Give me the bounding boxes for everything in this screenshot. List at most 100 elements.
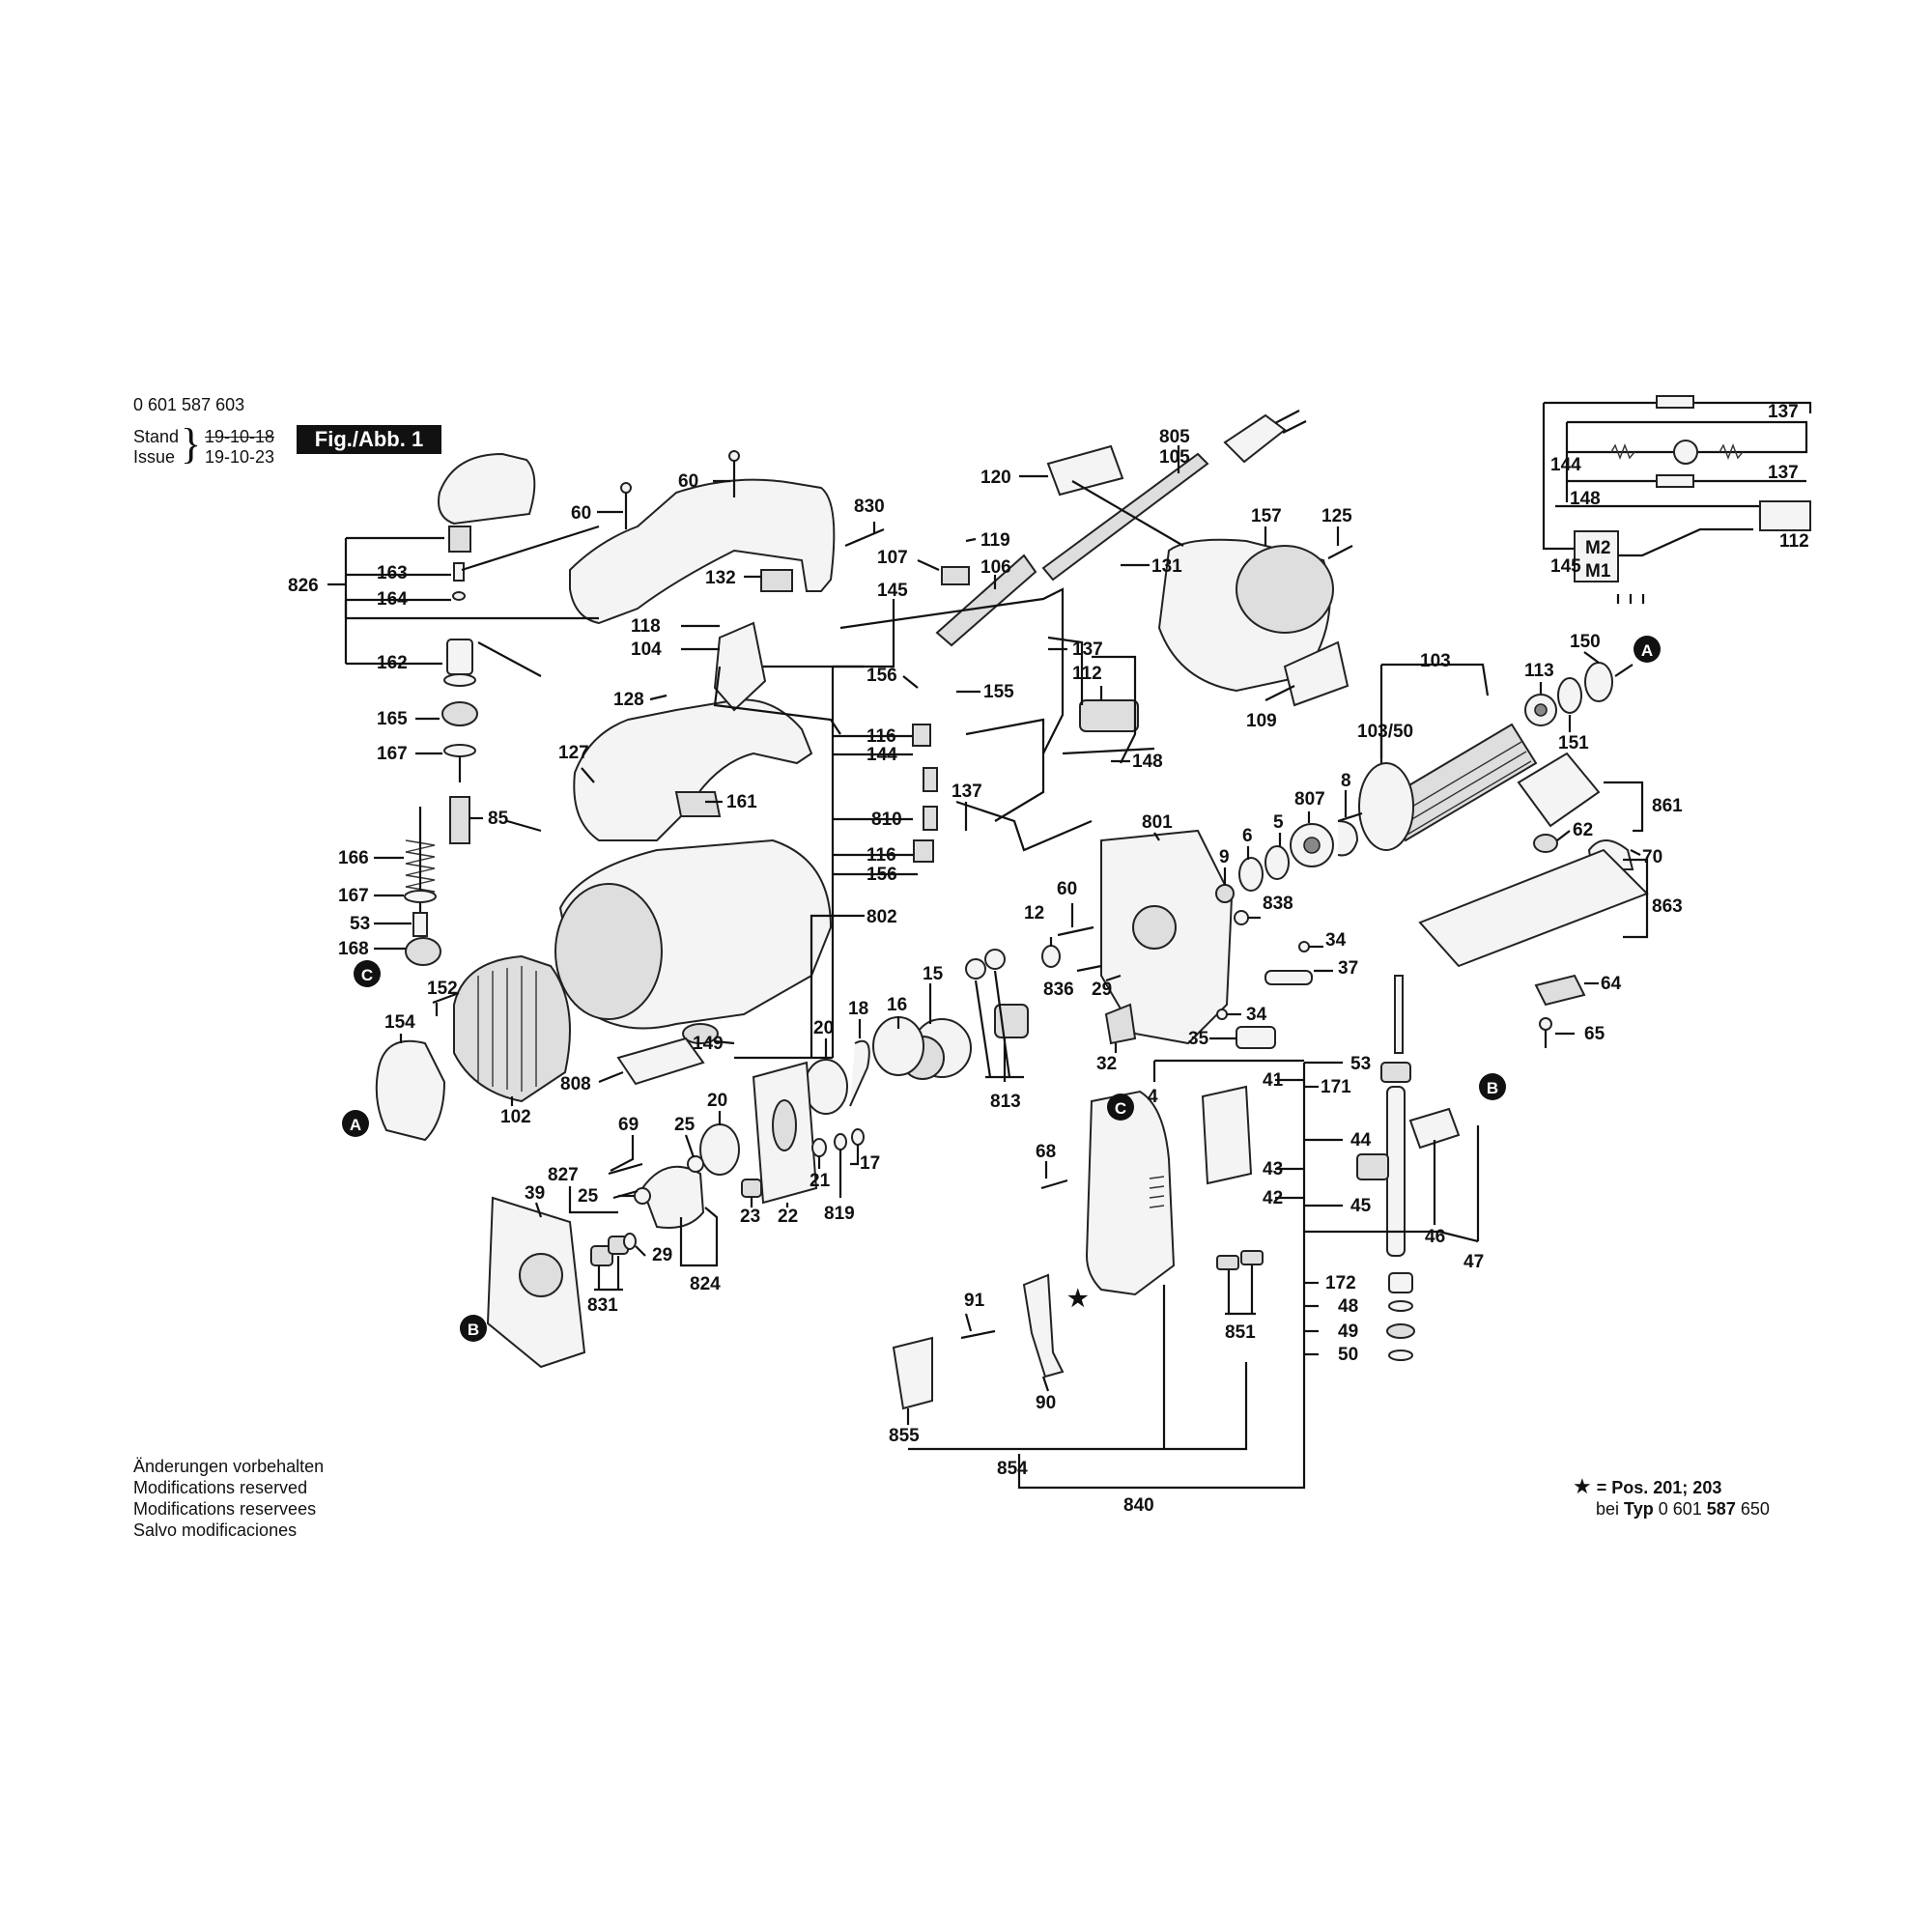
part-29b (623, 1233, 637, 1250)
callout-44: 44 (1350, 1130, 1372, 1151)
motor-symbol (1673, 440, 1698, 465)
part-handle-trigger (674, 791, 722, 817)
leader-90 (1041, 1376, 1050, 1392)
callout-855: 855 (889, 1426, 920, 1446)
part-handle-bottom (573, 698, 813, 841)
callout-127: 127 (558, 743, 589, 763)
capacitor-112 (1759, 500, 1811, 531)
callout-102: 102 (500, 1107, 531, 1127)
leader-127 (581, 767, 595, 783)
leader-lines (327, 445, 1649, 1490)
callout-830: 830 (854, 497, 885, 517)
callout-810: 810 (871, 810, 902, 830)
callout-131: 131 (1151, 556, 1182, 577)
callout-163: 163 (377, 563, 408, 583)
callout-6: 6 (1242, 826, 1253, 846)
notice-line: Änderungen vorbehalten (133, 1457, 325, 1476)
schematic-label-112: 112 (1779, 531, 1809, 552)
callout-125: 125 (1321, 506, 1352, 526)
part-washer-151 (1557, 677, 1582, 714)
part-25a (687, 1155, 704, 1173)
callout-46: 46 (1425, 1227, 1445, 1247)
callout-104: 104 (631, 639, 662, 660)
callout-137: 137 (952, 781, 982, 802)
part-housing-157-end (1236, 545, 1334, 634)
leader-69 (610, 1135, 635, 1172)
leader-119 (965, 537, 977, 543)
leader-47b (1438, 1230, 1479, 1243)
callout-827: 827 (548, 1165, 579, 1185)
resistor-137b (1656, 474, 1694, 488)
part-ring-6 (1238, 857, 1264, 892)
part-165 (441, 701, 478, 726)
part-851a (1216, 1255, 1239, 1270)
callout-48: 48 (1338, 1296, 1358, 1317)
wire-a (713, 666, 841, 735)
schematic-label-137: 137 (1768, 402, 1799, 422)
schematic-label-145: 145 (1550, 556, 1581, 577)
part-handle-top (569, 478, 836, 625)
callout-91: 91 (964, 1291, 985, 1311)
callout-70: 70 (1642, 847, 1662, 867)
callout-23: 23 (740, 1207, 760, 1227)
notice-line: Salvo modificaciones (133, 1520, 298, 1540)
part-46-rod (1386, 1086, 1406, 1257)
callout-157: 157 (1251, 506, 1282, 526)
leader-109 (1264, 685, 1295, 701)
part-50 (1388, 1350, 1413, 1361)
leader-29b (635, 1245, 646, 1257)
callout-90: 90 (1036, 1393, 1056, 1413)
leader-149 (714, 1039, 735, 1045)
part-813-a (965, 958, 986, 980)
callout-167: 167 (338, 886, 369, 906)
leader-826-diag (461, 525, 600, 572)
callout-171: 171 (1321, 1077, 1351, 1097)
leader-4-box (1152, 1059, 1304, 1082)
part-screw-125 (1327, 545, 1353, 559)
callout-41: 41 (1263, 1070, 1284, 1091)
part-162 (446, 639, 473, 675)
leader-156a (902, 675, 919, 689)
leader-801 (1153, 832, 1160, 841)
callout-37: 37 (1338, 958, 1358, 979)
callout-851: 851 (1225, 1322, 1256, 1343)
callout-109: 109 (1246, 711, 1277, 731)
callout-118: 118 (631, 616, 661, 637)
circuit-frame (1542, 401, 1812, 551)
part-spring-85 (449, 796, 470, 844)
part-switch-104 (713, 621, 767, 712)
part-48 (1388, 1300, 1413, 1312)
marker-letter-a: A (1641, 641, 1653, 660)
callout-831: 831 (587, 1295, 618, 1316)
leader-827 (568, 1186, 618, 1214)
part-810-b (923, 806, 938, 831)
part-screw-91 (960, 1329, 996, 1340)
part-bearing-113-inner (1534, 703, 1548, 717)
callout-813: 813 (990, 1092, 1021, 1112)
callout-18: 18 (848, 999, 868, 1019)
switch-block (1574, 530, 1619, 582)
schematic-labels: 137 137 144 148 145 M2 M1 112 (1550, 402, 1809, 582)
part-pin-163 (453, 562, 465, 582)
callout-165: 165 (377, 709, 408, 729)
resistor-zigzag-right (1719, 443, 1744, 460)
part-44 (1356, 1153, 1389, 1180)
leader-bracket-116 (734, 665, 918, 1060)
leader-824 (679, 1207, 719, 1267)
callout-836: 836 (1043, 980, 1074, 1000)
leader-836 (1076, 964, 1102, 973)
part-plate-22-slot (772, 1099, 797, 1151)
callout-60: 60 (678, 471, 698, 492)
callout-840: 840 (1123, 1495, 1154, 1516)
leader-145 (763, 599, 895, 668)
part-808-gasket (616, 1037, 705, 1086)
part-gear-10350 (1358, 762, 1414, 851)
part-shapes (375, 410, 1649, 1410)
figure-label: Fig./Abb. 1 (297, 425, 441, 454)
part-motor-mouth (554, 883, 663, 1020)
callout-60: 60 (571, 503, 591, 524)
schematic-label-137: 137 (1768, 463, 1799, 483)
wire-d (1092, 655, 1137, 764)
